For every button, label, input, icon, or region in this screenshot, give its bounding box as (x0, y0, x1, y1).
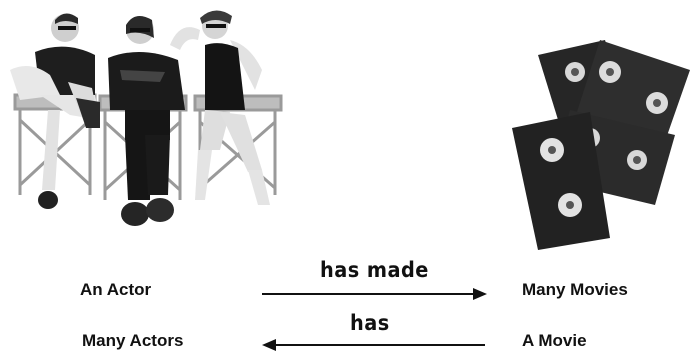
arrow-right (262, 288, 487, 300)
label-a-movie: A Movie (522, 331, 587, 351)
label-an-actor: An Actor (80, 280, 151, 300)
verb-has: has (350, 311, 390, 335)
arrow-left (262, 339, 485, 351)
verb-has-made: has made (320, 258, 429, 282)
label-many-movies: Many Movies (522, 280, 628, 300)
label-many-actors: Many Actors (82, 331, 183, 351)
